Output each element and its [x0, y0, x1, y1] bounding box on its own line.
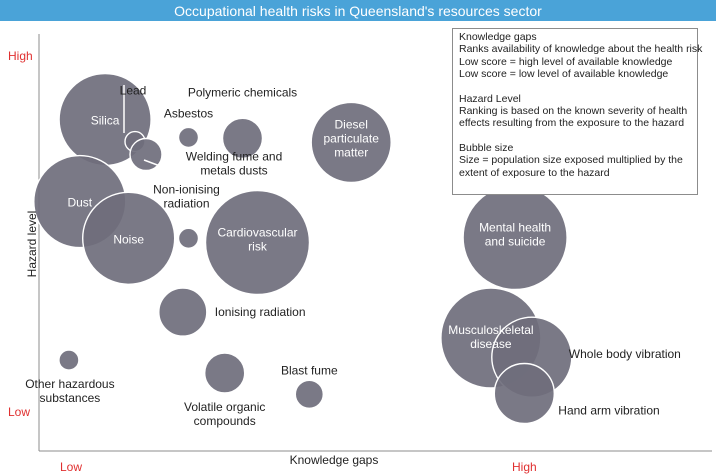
x-tick-high: High	[512, 460, 537, 474]
x-axis-label: Knowledge gaps	[290, 453, 379, 467]
legend-hazard-title: Hazard Level	[459, 92, 521, 105]
bubble-14	[493, 362, 555, 425]
bubble-7	[81, 191, 176, 286]
bubble-label-4: Polymeric chemicals	[188, 85, 297, 99]
legend-bubble-size-title: Bubble size	[459, 141, 514, 154]
legend-bubble-size-line: extent of exposure to the hazard	[459, 166, 610, 179]
legend-knowledge-line: Low score = high level of available know…	[459, 55, 673, 68]
y-tick-low: Low	[8, 405, 30, 419]
legend-knowledge-line: Ranks availability of knowledge about th…	[459, 43, 703, 56]
x-tick-low: Low	[60, 460, 82, 474]
bubble-label-0: Silica	[91, 114, 120, 128]
bubble-3	[177, 126, 200, 149]
bubble-label-1: Lead	[120, 84, 147, 98]
bubble-label-17: Blast fume	[281, 363, 338, 377]
y-axis-label: Hazard level	[25, 211, 39, 278]
chart-title: Occupational health risks in Queensland'…	[0, 0, 716, 21]
chart-legend: Knowledge gaps Ranks availability of kno…	[452, 28, 703, 195]
callout-line-2	[143, 159, 161, 167]
bubble-2	[129, 137, 163, 172]
bubble-11	[158, 287, 208, 337]
bubble-15	[58, 349, 80, 371]
legend-bubble-size-line: Size = population size exposed multiplie…	[459, 154, 683, 167]
bubble-8	[177, 227, 200, 250]
legend-knowledge-line: Low score = low level of available knowl…	[459, 68, 669, 81]
bubble-label-14: Hand arm vibration	[558, 404, 659, 418]
bubble-layer	[33, 72, 573, 425]
bubble-5	[310, 101, 392, 184]
legend-hazard-line: Ranking is based on the known severity o…	[459, 105, 688, 118]
bubble-4	[221, 117, 264, 160]
bubble-label-11: Ionising radiation	[215, 305, 306, 319]
callout-layer	[123, 85, 161, 167]
bubble-label-3: Asbestos	[164, 106, 213, 120]
bubble-label-13: Whole body vibration	[569, 347, 681, 361]
bubble-16	[203, 352, 246, 394]
bubble-label-6: Dust	[67, 196, 92, 210]
y-tick-high: High	[8, 49, 33, 63]
legend-hazard-line: effects resulting from the exposure to t…	[459, 117, 685, 130]
bubble-9	[204, 189, 311, 296]
bubble-label-7: Noise	[113, 232, 144, 246]
bubble-17	[294, 379, 324, 409]
legend-knowledge-title: Knowledge gaps	[459, 31, 537, 43]
